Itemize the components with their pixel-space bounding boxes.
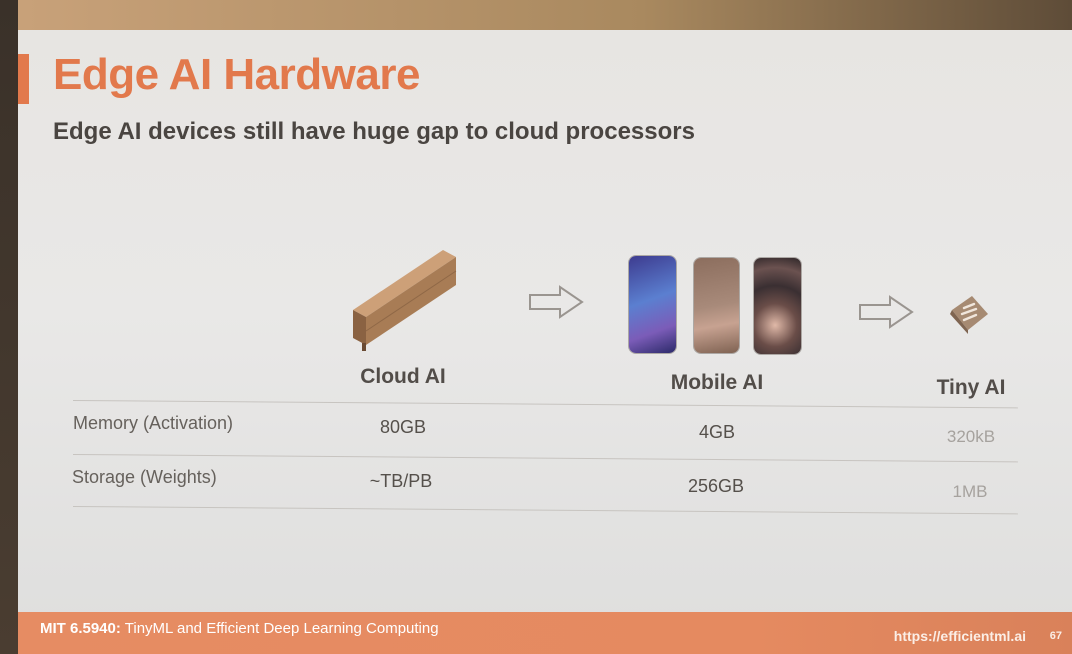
column-header-tiny-ai: Tiny AI [936,376,1006,399]
footer-course-code: MIT 6.5940: [40,620,121,637]
table-rule-top [72,400,1018,409]
column-header-mobile-ai: Mobile AI [670,371,764,394]
table-rule-bottom [72,506,1018,515]
gpu-card-icon [353,250,457,351]
cell-mobile-storage: 256GB [687,476,745,496]
slide-footer: MIT 6.5940: TinyML and Efficient Deep Le… [18,612,1072,654]
page-number: 67 [1049,630,1062,642]
slide: Edge AI Hardware Edge AI devices still h… [18,30,1072,654]
phone-dark-icon [754,258,801,354]
arrow-right-icon [529,285,584,319]
arrow-right-icon [859,295,914,329]
microcontroller-chip-icon [950,296,988,334]
cell-tiny-storage: 1MB [952,482,988,501]
slide-title: Edge AI Hardware [53,50,420,99]
table-rule-middle [72,454,1018,463]
row-label-memory: Memory (Activation) [73,413,234,433]
cell-cloud-storage: ~TB/PB [369,471,433,491]
cell-mobile-memory: 4GB [698,422,736,442]
footer-course-name: TinyML and Efficient Deep Learning Compu… [120,620,439,637]
cell-tiny-memory: 320kB [946,427,996,446]
screen-left-edge [0,0,18,654]
footer-url: https://efficientml.ai [893,628,1026,644]
cell-cloud-memory: 80GB [379,417,427,437]
row-label-storage: Storage (Weights) [72,467,217,487]
column-header-cloud-ai: Cloud AI [360,365,446,388]
phone-blue-icon [629,256,676,353]
footer-course: MIT 6.5940: TinyML and Efficient Deep Le… [40,620,439,637]
title-accent-bar [18,54,29,104]
slide-subtitle: Edge AI devices still have huge gap to c… [53,118,695,145]
phone-bronze-icon [694,258,739,353]
